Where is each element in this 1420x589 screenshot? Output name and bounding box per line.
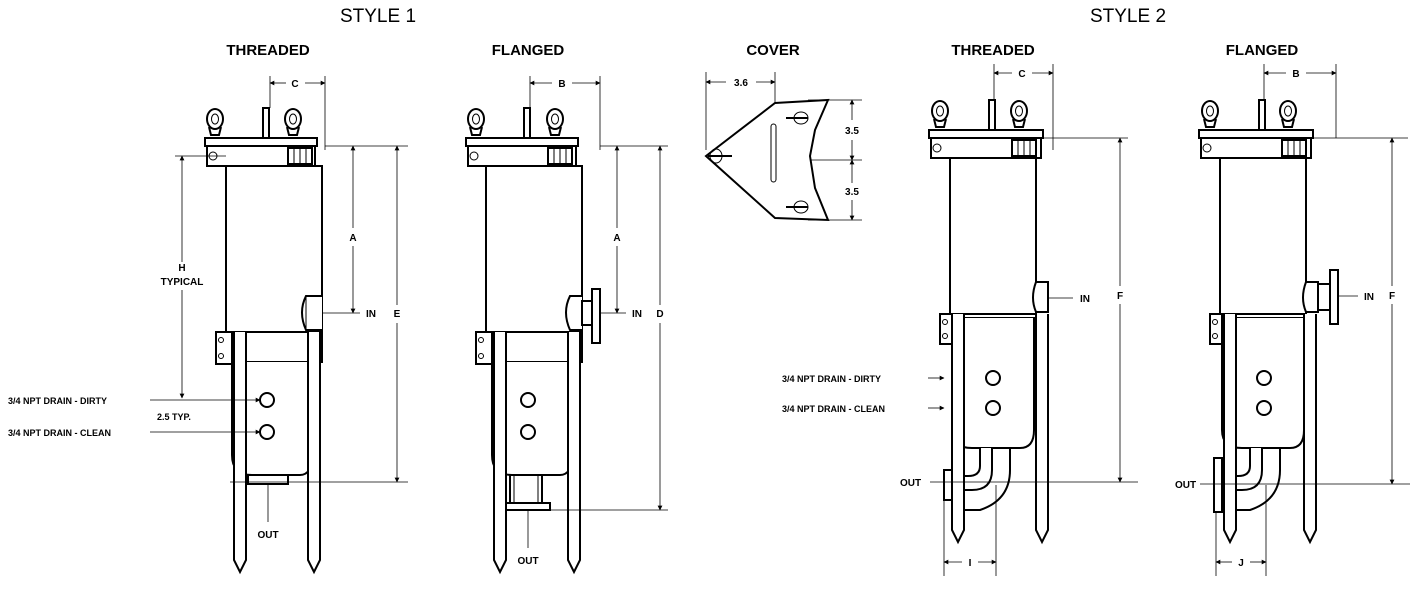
style-1-flanged-housing bbox=[465, 107, 601, 575]
style-2-flanged-housing bbox=[1198, 99, 1339, 545]
drain-clean-label: 3/4 NPT DRAIN - CLEAN bbox=[782, 404, 885, 414]
outlet-label: OUT bbox=[257, 530, 278, 541]
dim-a-label: A bbox=[613, 233, 620, 244]
style-1-title: STYLE 1 bbox=[340, 6, 416, 27]
style-2-flanged-title: FLANGED bbox=[1226, 42, 1299, 59]
style-2-threaded-dimensions: C IN F 3/4 NPT DRAIN - DIRTY 3/4 NPT DRA… bbox=[782, 64, 1138, 576]
cover-width-label: 3.6 bbox=[734, 78, 748, 89]
dim-h-typical-label: TYPICAL bbox=[161, 277, 204, 288]
style-2-threaded-title: THREADED bbox=[951, 42, 1035, 59]
dim-d-label: D bbox=[656, 309, 663, 320]
cover-title: COVER bbox=[746, 42, 800, 59]
style-2-threaded-housing bbox=[928, 99, 1049, 545]
dim-f-label: F bbox=[1389, 291, 1395, 302]
cover-bolt-top bbox=[786, 111, 809, 125]
drain-spacing-label: 2.5 TYP. bbox=[157, 412, 191, 422]
drain-dirty-label: 3/4 NPT DRAIN - DIRTY bbox=[782, 374, 881, 384]
cover-top-view bbox=[704, 98, 830, 222]
style-2-flanged-dimensions: B IN F OUT J bbox=[1175, 64, 1410, 576]
inlet-label: IN bbox=[1080, 294, 1090, 305]
dim-c-label: C bbox=[1018, 69, 1025, 80]
style-2-title: STYLE 2 bbox=[1090, 6, 1166, 27]
outlet-label: OUT bbox=[1175, 480, 1196, 491]
drain-dirty-label: 3/4 NPT DRAIN - DIRTY bbox=[8, 396, 107, 406]
outlet-label: OUT bbox=[900, 478, 921, 489]
cover-bolt-bottom bbox=[786, 200, 809, 214]
dim-b-label: B bbox=[1292, 69, 1299, 80]
inlet-label: IN bbox=[632, 309, 642, 320]
style-1-threaded-housing bbox=[204, 107, 323, 575]
dim-b-label: B bbox=[558, 79, 565, 90]
dim-e-label: E bbox=[394, 309, 401, 320]
style-1-threaded-title: THREADED bbox=[226, 42, 310, 59]
cover-height-bottom-label: 3.5 bbox=[845, 187, 859, 198]
outlet-label: OUT bbox=[517, 556, 538, 567]
drain-clean-label: 3/4 NPT DRAIN - CLEAN bbox=[8, 428, 111, 438]
cover-height-top-label: 3.5 bbox=[845, 126, 859, 137]
inlet-label: IN bbox=[1364, 292, 1374, 303]
dim-h-label: H bbox=[178, 263, 185, 274]
style-1-flanged-dimensions: B A IN D OUT bbox=[517, 76, 668, 567]
dim-j-label: J bbox=[1238, 558, 1244, 569]
cover-dimensions: 3.6 3.5 3.5 bbox=[705, 72, 862, 221]
style-1-threaded-dimensions: C A IN E H TYPICAL 3/4 NPT DRAIN - DIRTY… bbox=[8, 76, 408, 541]
style-1-flanged-title: FLANGED bbox=[492, 42, 565, 59]
inlet-label: IN bbox=[366, 309, 376, 320]
dim-f-label: F bbox=[1117, 291, 1123, 302]
cover-bolt-left bbox=[708, 148, 732, 164]
dim-c-label: C bbox=[291, 79, 298, 90]
dim-i-label: I bbox=[969, 558, 972, 569]
dim-a-label: A bbox=[349, 233, 356, 244]
